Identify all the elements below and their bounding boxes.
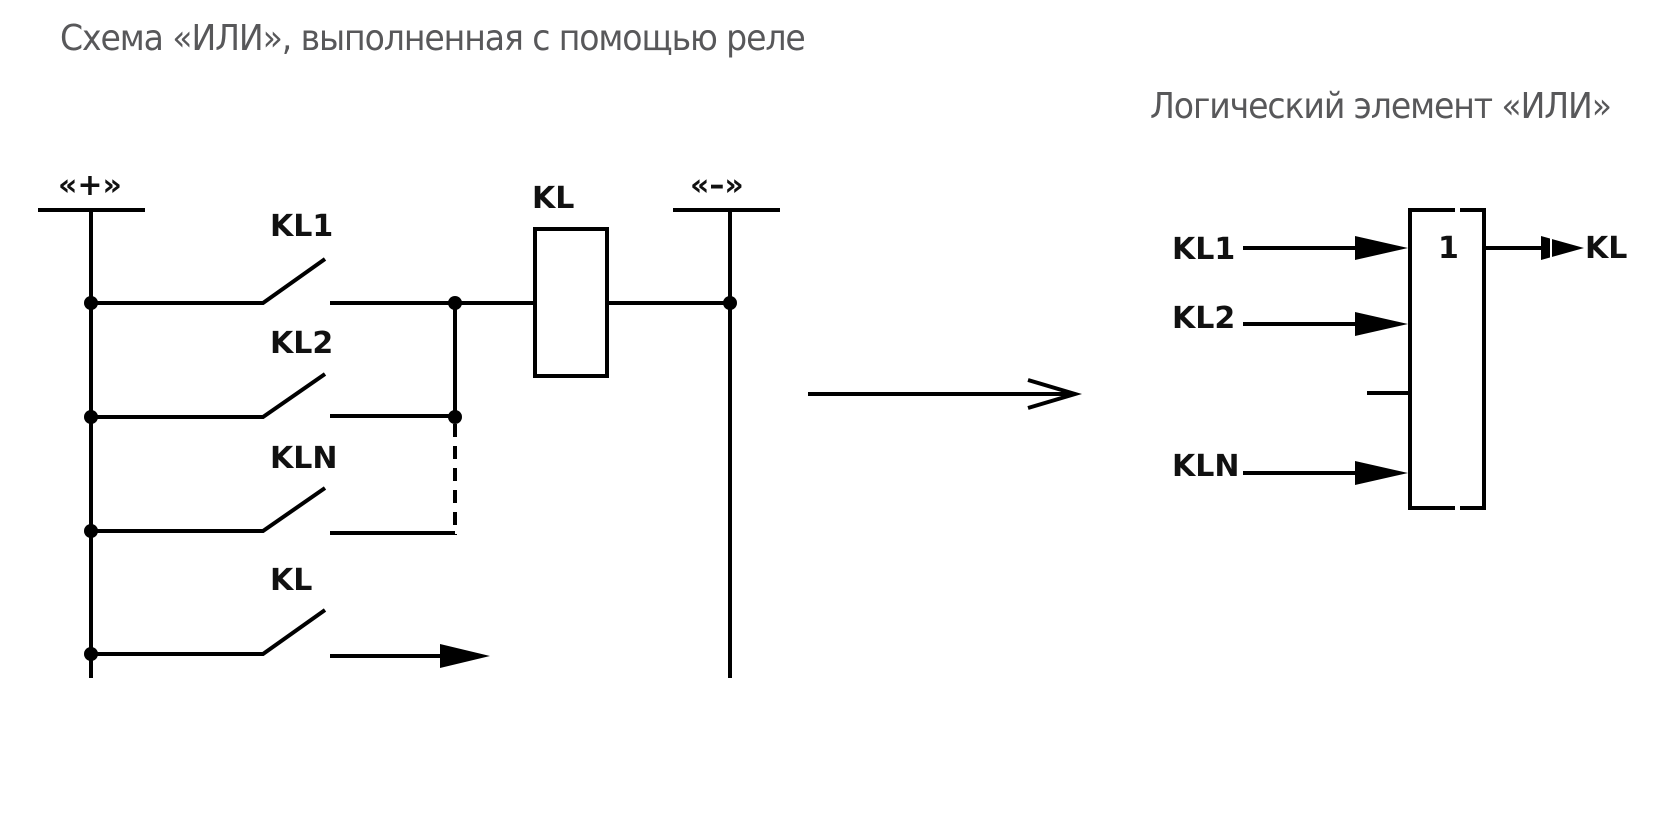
contact-label: KLN bbox=[270, 441, 337, 476]
junction-dot bbox=[84, 524, 98, 538]
contact-kl2: KL2 bbox=[84, 303, 462, 424]
input-arrow-icon bbox=[1355, 312, 1408, 336]
logic-box bbox=[1408, 208, 1486, 510]
input-kln: KLN bbox=[1172, 449, 1408, 485]
contact-switch bbox=[91, 608, 327, 656]
output-label: KL bbox=[1585, 231, 1627, 266]
relay-circuit: «+» «–» KL1 KL KL2 bbox=[38, 168, 780, 678]
junction-dot bbox=[84, 296, 98, 310]
input-kl2: KL2 bbox=[1172, 301, 1408, 336]
contact-switch bbox=[91, 257, 327, 305]
contact-label: KL1 bbox=[270, 209, 333, 244]
input-label: KLN bbox=[1172, 449, 1239, 484]
junction-dot bbox=[84, 647, 98, 661]
input-label: KL2 bbox=[1172, 301, 1235, 336]
relay-coil: KL bbox=[532, 181, 737, 378]
logic-or-element: 1 KL1 KL2 KLN KL bbox=[1172, 207, 1627, 511]
logic-symbol: 1 bbox=[1438, 231, 1459, 266]
input-arrow-icon bbox=[1355, 461, 1408, 485]
coil-label: KL bbox=[532, 181, 574, 216]
output-arrow-icon bbox=[440, 644, 490, 668]
coil-box bbox=[533, 227, 609, 378]
junction-dot bbox=[723, 296, 737, 310]
contact-label: KL bbox=[270, 563, 312, 598]
minus-bus-label: «–» bbox=[690, 168, 744, 203]
contact-kln: KLN bbox=[84, 424, 457, 538]
output-kl: KL bbox=[1484, 231, 1627, 266]
contact-switch bbox=[91, 486, 327, 533]
logic-element-title: Логический элемент «ИЛИ» bbox=[1150, 86, 1612, 127]
output-arrow-icon bbox=[1541, 236, 1584, 260]
junction-dot bbox=[84, 410, 98, 424]
plus-bus-label: «+» bbox=[58, 168, 122, 203]
input-kl1: KL1 bbox=[1172, 232, 1408, 267]
input-label: KL1 bbox=[1172, 232, 1235, 267]
contact-switch bbox=[91, 372, 327, 419]
contact-kl1: KL1 bbox=[84, 209, 533, 310]
junction-dot bbox=[448, 410, 462, 424]
arrow-right-icon bbox=[808, 378, 1083, 410]
relay-scheme-title: Схема «ИЛИ», выполненная с помощью реле bbox=[60, 18, 806, 59]
contact-label: KL2 bbox=[270, 326, 333, 361]
contact-kl: KL bbox=[84, 563, 490, 668]
input-arrow-icon bbox=[1355, 236, 1408, 260]
